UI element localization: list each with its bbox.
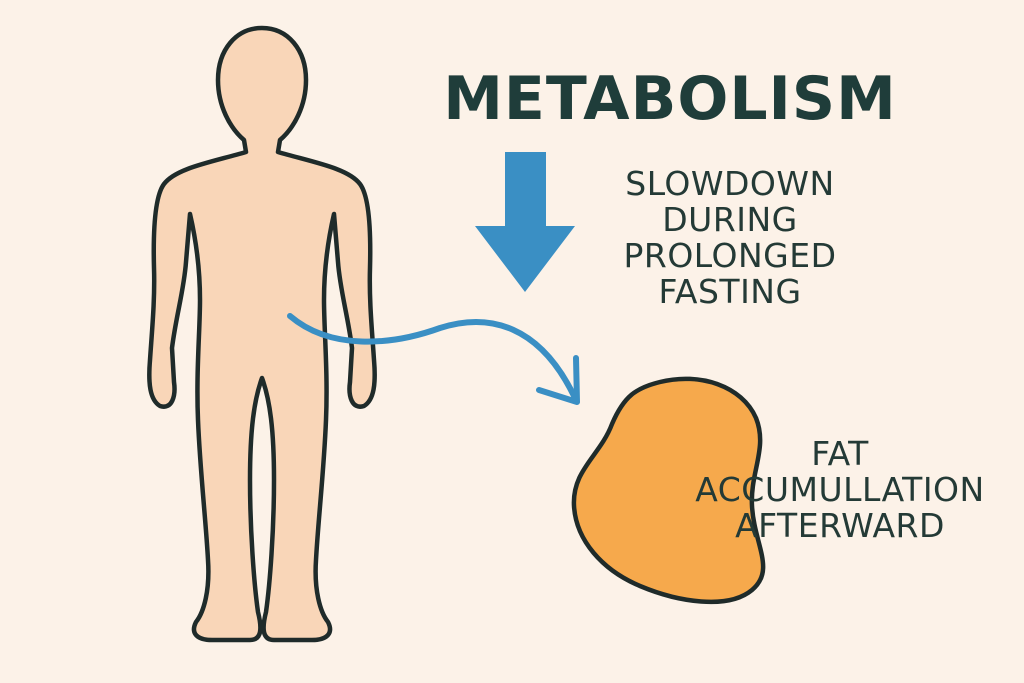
slowdown-line-1: SLOWDOWN	[625, 164, 835, 203]
slowdown-line-3: PROLONGED	[623, 236, 837, 275]
fat-line-2: ACCUMULLATION	[695, 470, 985, 509]
slowdown-line-4: FASTING	[658, 272, 802, 311]
fat-accumulation-label: FAT ACCUMULLATION AFTERWARD	[680, 436, 1000, 544]
fat-line-3: AFTERWARD	[735, 506, 945, 545]
page-title: METABOLISM	[443, 64, 897, 134]
human-body-figure	[147, 25, 377, 643]
slowdown-line-2: DURING	[662, 200, 798, 239]
slowdown-label: SLOWDOWN DURING PROLONGED FASTING	[590, 166, 870, 310]
down-arrow-icon	[475, 152, 575, 292]
curved-arrow-icon	[287, 313, 577, 399]
fat-line-1: FAT	[811, 434, 869, 473]
fat-blob-icon	[571, 376, 766, 605]
curved-arrow-head	[536, 355, 580, 405]
